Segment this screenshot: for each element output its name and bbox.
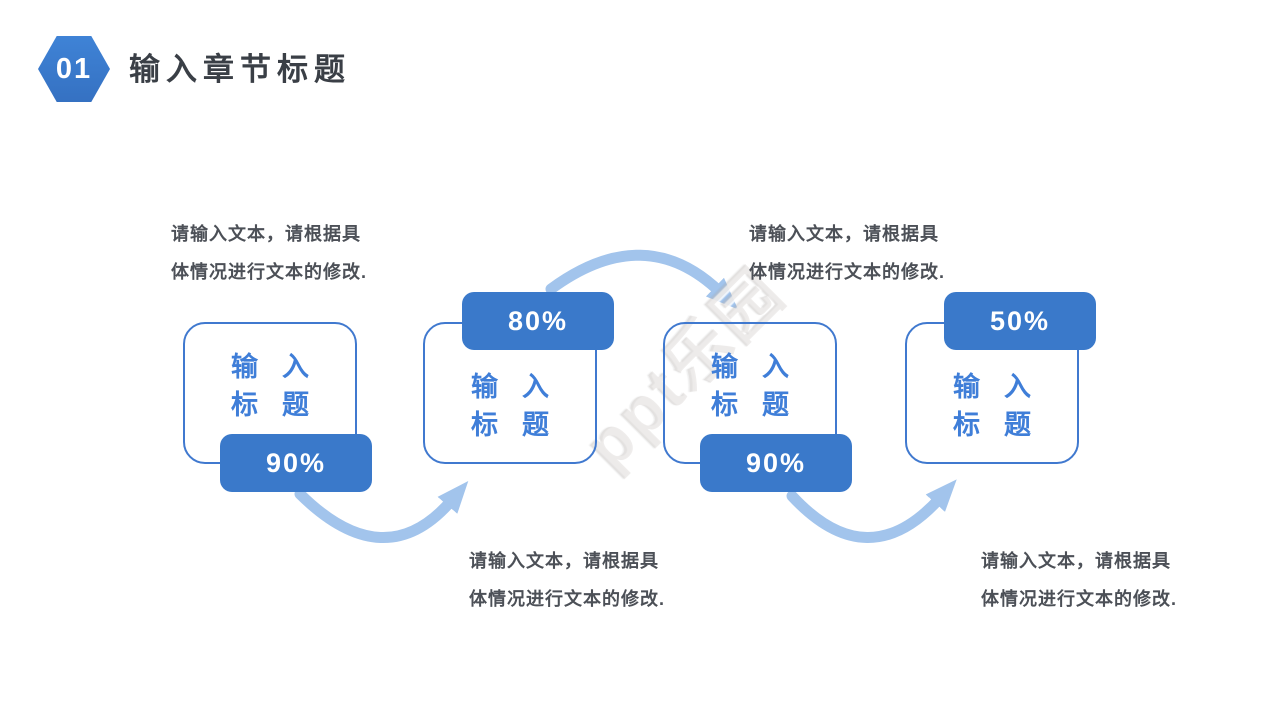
caption-line: 体情况进行文本的修改. bbox=[749, 262, 945, 282]
step-title-line: 输入 bbox=[711, 352, 813, 382]
step-title: 输入 标题 bbox=[905, 368, 1079, 444]
section-title: 输入章节标题 bbox=[129, 52, 351, 87]
caption-line: 请输入文本，请根据具 bbox=[981, 551, 1171, 571]
caption-line: 体情况进行文本的修改. bbox=[469, 589, 665, 609]
section-number-hexagon: 01 bbox=[38, 36, 110, 102]
curved-arrow-2 bbox=[545, 249, 739, 310]
caption-top-right: 请输入文本，请根据具 体情况进行文本的修改. bbox=[749, 215, 945, 291]
caption-bottom-right: 请输入文本，请根据具 体情况进行文本的修改. bbox=[981, 542, 1177, 618]
curved-arrow-1 bbox=[294, 481, 469, 544]
step-card-1: 输入 标题 90% bbox=[183, 322, 372, 492]
percent-badge: 90% bbox=[220, 434, 372, 492]
caption-top-left: 请输入文本，请根据具 体情况进行文本的修改. bbox=[171, 215, 367, 291]
step-title-line: 输入 bbox=[953, 372, 1055, 402]
percent-badge: 50% bbox=[944, 292, 1096, 350]
caption-line: 请输入文本，请根据具 bbox=[171, 224, 361, 244]
caption-line: 体情况进行文本的修改. bbox=[171, 262, 367, 282]
step-title-line: 标题 bbox=[953, 410, 1055, 440]
step-title: 输入 标题 bbox=[663, 348, 837, 424]
percent-badge: 80% bbox=[462, 292, 614, 350]
caption-bottom-middle: 请输入文本，请根据具 体情况进行文本的修改. bbox=[469, 542, 665, 618]
step-card-2: 输入 标题 80% bbox=[423, 292, 614, 464]
section-number: 01 bbox=[55, 52, 93, 85]
caption-line: 体情况进行文本的修改. bbox=[981, 589, 1177, 609]
percent-badge: 90% bbox=[700, 434, 852, 492]
step-title-line: 输入 bbox=[231, 352, 333, 382]
curved-arrow-3 bbox=[786, 479, 957, 543]
step-title-line: 输入 bbox=[471, 372, 573, 402]
caption-line: 请输入文本，请根据具 bbox=[749, 224, 939, 244]
step-title-line: 标题 bbox=[711, 390, 813, 420]
step-title-line: 标题 bbox=[231, 390, 333, 420]
step-title-line: 标题 bbox=[471, 410, 573, 440]
step-card-3: 输入 标题 90% bbox=[663, 322, 852, 492]
step-title: 输入 标题 bbox=[183, 348, 357, 424]
caption-line: 请输入文本，请根据具 bbox=[469, 551, 659, 571]
step-card-4: 输入 标题 50% bbox=[905, 292, 1096, 464]
step-title: 输入 标题 bbox=[423, 368, 597, 444]
